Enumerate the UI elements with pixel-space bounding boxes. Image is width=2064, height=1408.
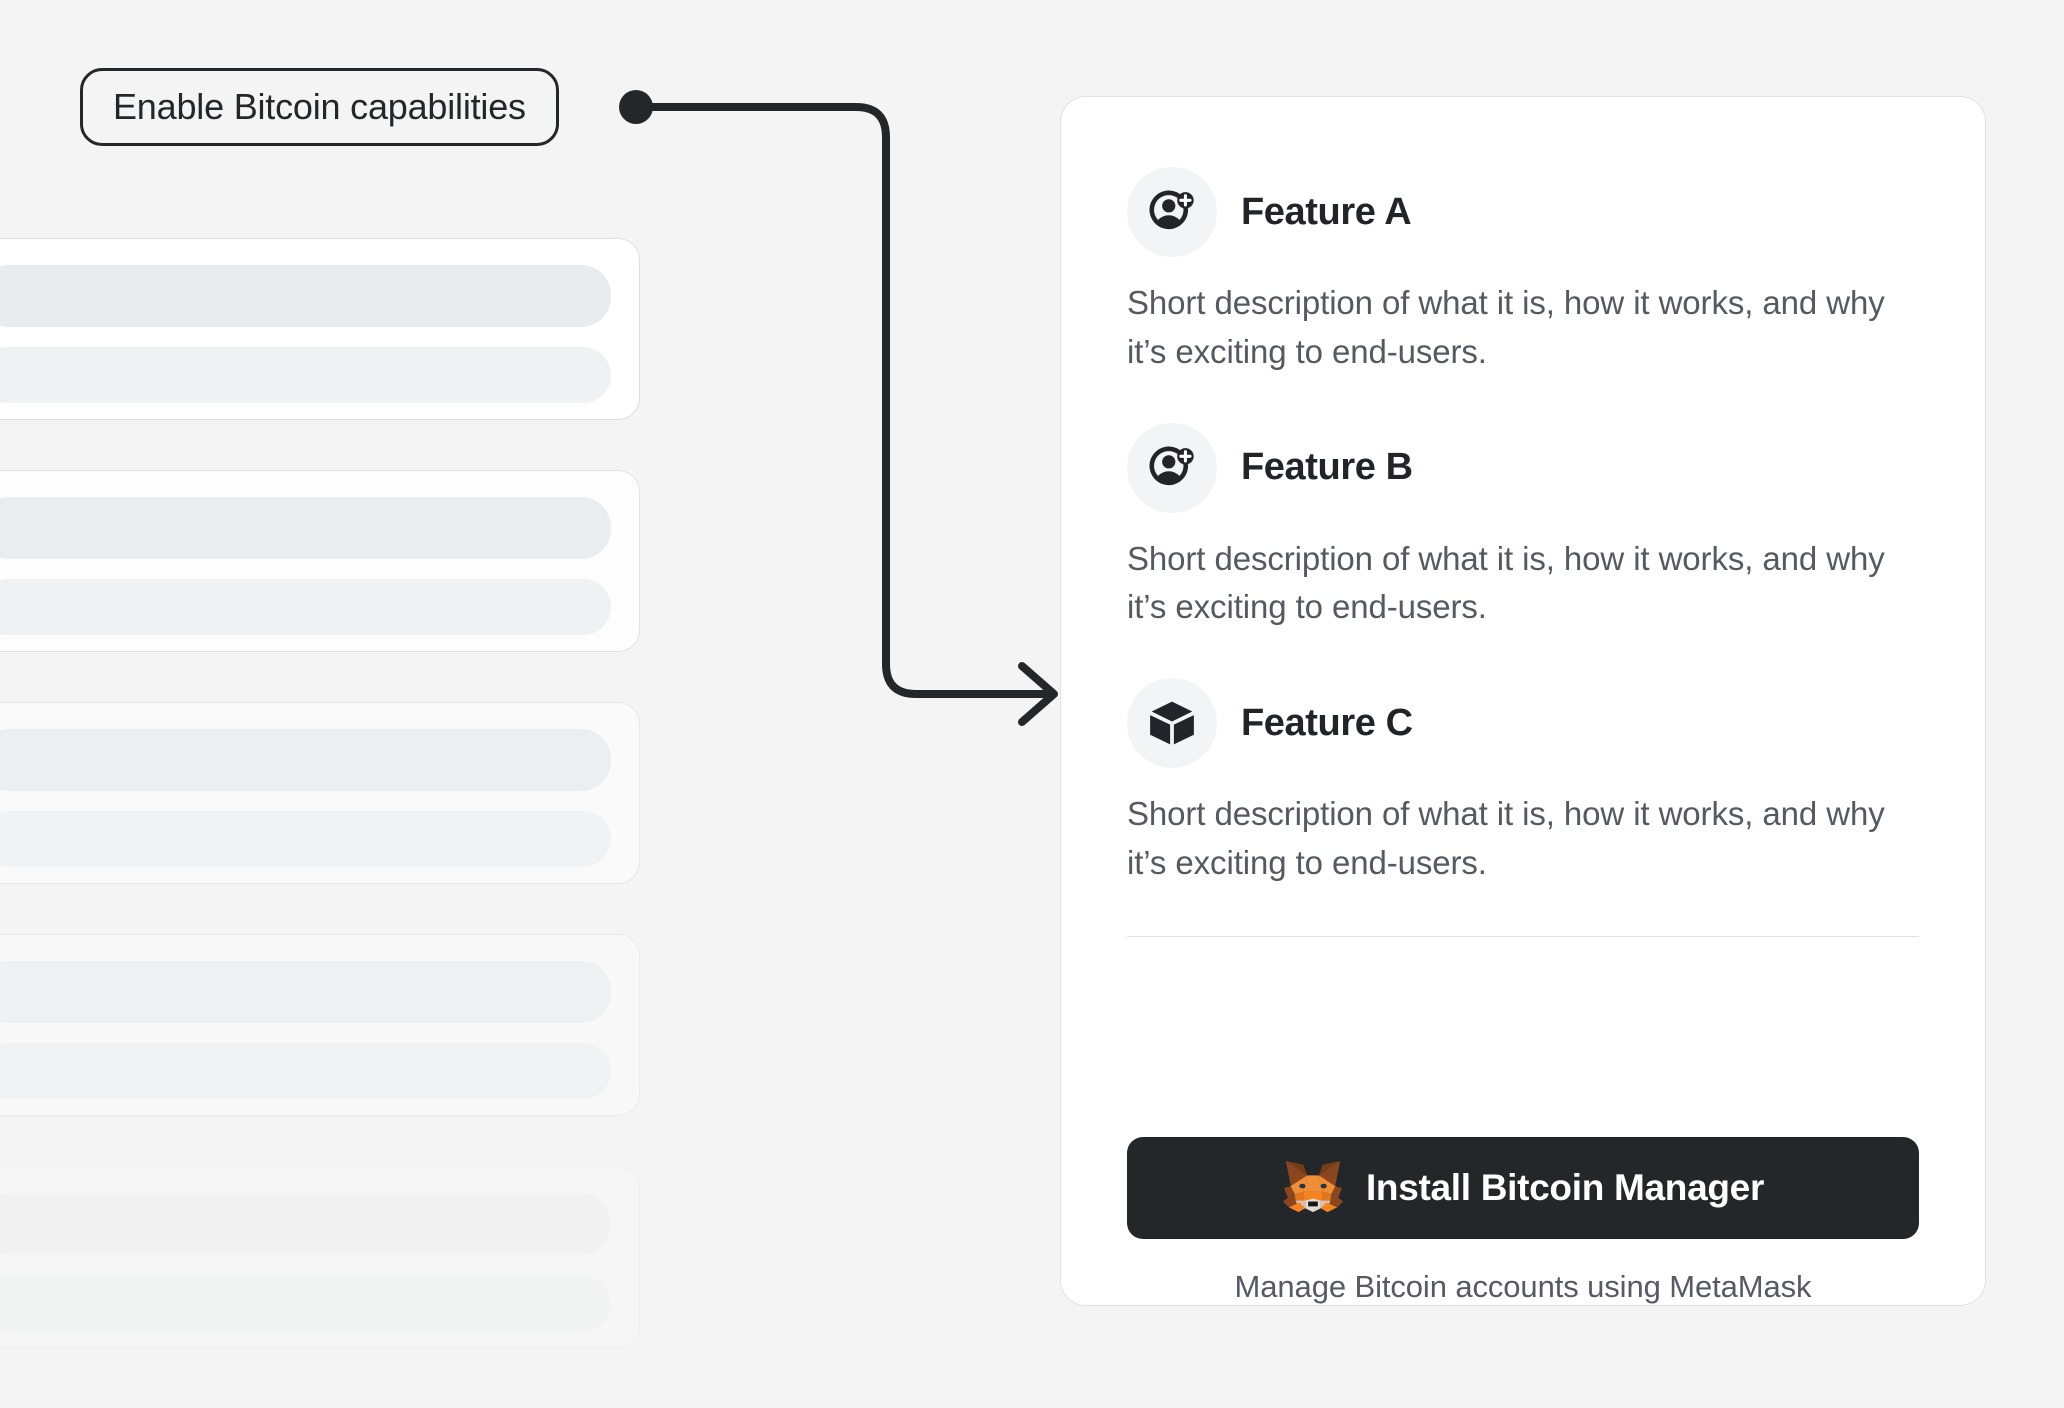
- feature-item: Feature C Short description of what it i…: [1127, 678, 1919, 888]
- placeholder-bar-primary: [0, 1193, 611, 1255]
- background-placeholder-list: [0, 238, 640, 1408]
- placeholder-card: [0, 702, 640, 884]
- feature-description: Short description of what it is, how it …: [1127, 284, 1885, 370]
- metamask-fox-icon: [1282, 1159, 1344, 1217]
- placeholder-card: [0, 1166, 640, 1348]
- feature-panel: Feature A Short description of what it i…: [1060, 96, 1986, 1306]
- account-add-icon: [1127, 422, 1217, 513]
- panel-divider: [1127, 935, 1919, 937]
- placeholder-bar-primary: [0, 961, 611, 1023]
- placeholder-card: [0, 238, 640, 420]
- feature-item: Feature A Short description of what it i…: [1127, 167, 1919, 377]
- feature-list: Feature A Short description of what it i…: [1061, 97, 1985, 1077]
- footer-note: Manage Bitcoin accounts using MetaMask: [1234, 1269, 1812, 1304]
- placeholder-bar-secondary: [0, 347, 611, 403]
- feature-title: Feature B: [1241, 446, 1413, 489]
- annotation-label: Enable Bitcoin capabilities: [113, 86, 526, 127]
- feature-title: Feature A: [1241, 190, 1412, 233]
- feature-description: Short description of what it is, how it …: [1127, 795, 1885, 882]
- install-bitcoin-manager-button[interactable]: Install Bitcoin Manager: [1127, 1137, 1919, 1239]
- placeholder-bar-primary: [0, 729, 611, 791]
- feature-title: Feature C: [1241, 701, 1413, 744]
- connector-dot-icon: [619, 90, 653, 124]
- placeholder-bar-secondary: [0, 811, 611, 867]
- placeholder-card: [0, 470, 640, 652]
- placeholder-bar-secondary: [0, 1275, 611, 1331]
- panel-footer: Install Bitcoin Manager Manage Bitcoin a…: [1061, 1077, 1985, 1305]
- feature-item: Feature B Short description of what it i…: [1127, 422, 1919, 633]
- cube-icon: [1127, 678, 1217, 769]
- placeholder-bar-primary: [0, 497, 611, 559]
- annotation-pill: Enable Bitcoin capabilities: [80, 68, 559, 146]
- placeholder-bar-secondary: [0, 579, 611, 635]
- install-button-label: Install Bitcoin Manager: [1365, 1167, 1765, 1208]
- placeholder-bar-primary: [0, 265, 611, 327]
- feature-header: Feature C: [1127, 678, 1919, 769]
- placeholder-bar-secondary: [0, 1043, 611, 1099]
- feature-header: Feature A: [1127, 167, 1919, 257]
- account-add-icon: [1127, 167, 1217, 257]
- feature-header: Feature B: [1127, 422, 1919, 513]
- placeholder-card: [0, 934, 640, 1116]
- feature-description: Short description of what it is, how it …: [1127, 539, 1885, 626]
